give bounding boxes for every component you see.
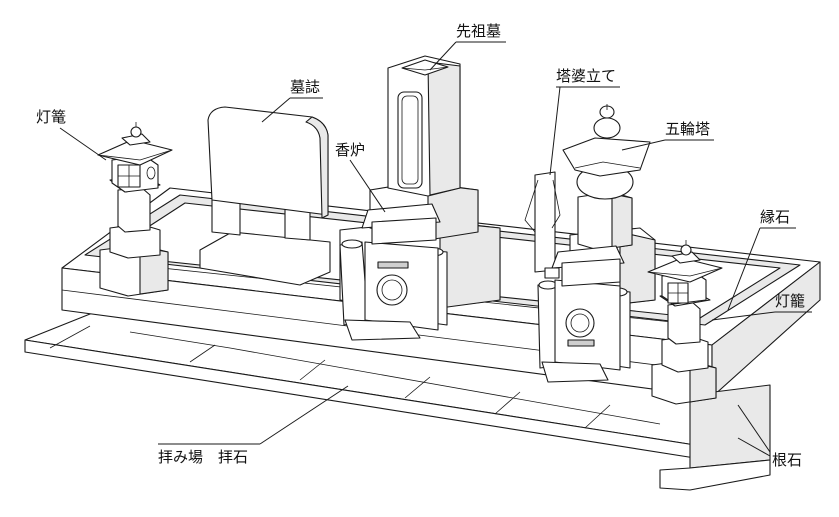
koro-right: [537, 245, 631, 383]
labels: 先祖墓 墓誌 塔婆立て 灯篭 五輪塔 香炉 縁石 灯籠 拝み場 拝石 根石: [36, 22, 812, 469]
label-haiba: 拝み場 拝石: [158, 448, 248, 466]
leader-koro: [349, 159, 386, 213]
leader-torou-right: [711, 311, 776, 321]
torou-right: [647, 240, 723, 405]
label-toba-tate: 塔婆立て: [556, 67, 616, 85]
boshi-monument: [199, 106, 331, 286]
leader-senso-bo: [429, 41, 457, 71]
label-koro: 香炉: [335, 141, 365, 159]
toba-tate: [524, 171, 561, 279]
koro-left: [339, 203, 448, 341]
label-torou-left: 灯篭: [36, 108, 66, 126]
label-gorinto: 五輪塔: [665, 120, 710, 138]
leader-gorinto: [621, 139, 666, 151]
label-neishi: 根石: [772, 451, 802, 469]
leader-neishi-2: [737, 437, 771, 457]
label-senso-bo: 先祖墓: [456, 22, 501, 40]
leader-boshi: [261, 97, 291, 123]
leader-toba-tate: [549, 86, 561, 176]
torou-left: [97, 122, 173, 297]
leader-lines: [59, 41, 776, 457]
leader-fuchiishi: [727, 227, 761, 311]
label-boshi: 墓誌: [290, 78, 320, 96]
label-torou-right: 灯籠: [775, 292, 805, 310]
inscription-panel: [397, 91, 423, 189]
leader-neishi-1: [737, 404, 771, 453]
leader-haiba: [259, 385, 349, 445]
label-fuchiishi: 縁石: [760, 208, 790, 226]
leader-torou-left: [59, 127, 107, 161]
